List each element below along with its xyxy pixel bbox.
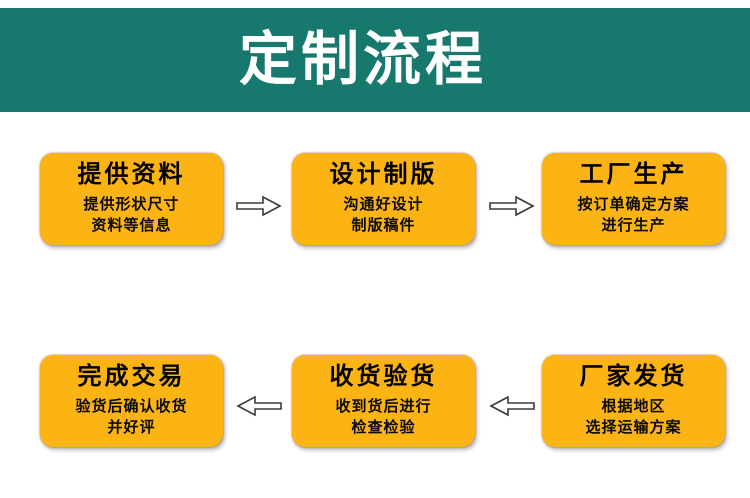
flow-step-manufacturer-shipping: 厂家发货 根据地区 选择运输方案 (542, 355, 725, 447)
flow-step-title: 提供资料 (77, 161, 186, 189)
flow-step-desc: 收到货后进行 检查检验 (335, 398, 432, 436)
header-banner: 定制流程 (0, 8, 750, 112)
arrow-right-icon (489, 194, 535, 218)
arrow-right-icon (236, 194, 282, 218)
flow-step-title: 收货验货 (329, 363, 438, 391)
page-title: 定制流程 (238, 27, 487, 92)
arrow-left-icon (236, 394, 282, 418)
flow-step-desc: 根据地区 选择运输方案 (585, 398, 682, 436)
flow-step-desc: 按订单确定方案 进行生产 (577, 196, 690, 234)
flow-step-provide-materials: 提供资料 提供形状尺寸 资料等信息 (40, 153, 223, 245)
flow-step-title: 设计制版 (329, 161, 438, 189)
flow-step-title: 完成交易 (77, 363, 186, 391)
flow-step-receive-inspect-goods: 收货验货 收到货后进行 检查检验 (292, 355, 475, 447)
flow-step-complete-transaction: 完成交易 验货后确认收货 并好评 (40, 355, 223, 447)
arrow-left-icon (489, 394, 535, 418)
flow-step-factory-production: 工厂生产 按订单确定方案 进行生产 (542, 153, 725, 245)
flow-step-desc: 验货后确认收货 并好评 (75, 398, 188, 436)
flow-step-design-platemaking: 设计制版 沟通好设计 制版稿件 (292, 153, 475, 245)
flow-step-title: 厂家发货 (579, 363, 688, 391)
flow-step-title: 工厂生产 (579, 161, 688, 189)
flow-step-desc: 沟通好设计 制版稿件 (343, 196, 424, 234)
flow-step-desc: 提供形状尺寸 资料等信息 (83, 196, 180, 234)
